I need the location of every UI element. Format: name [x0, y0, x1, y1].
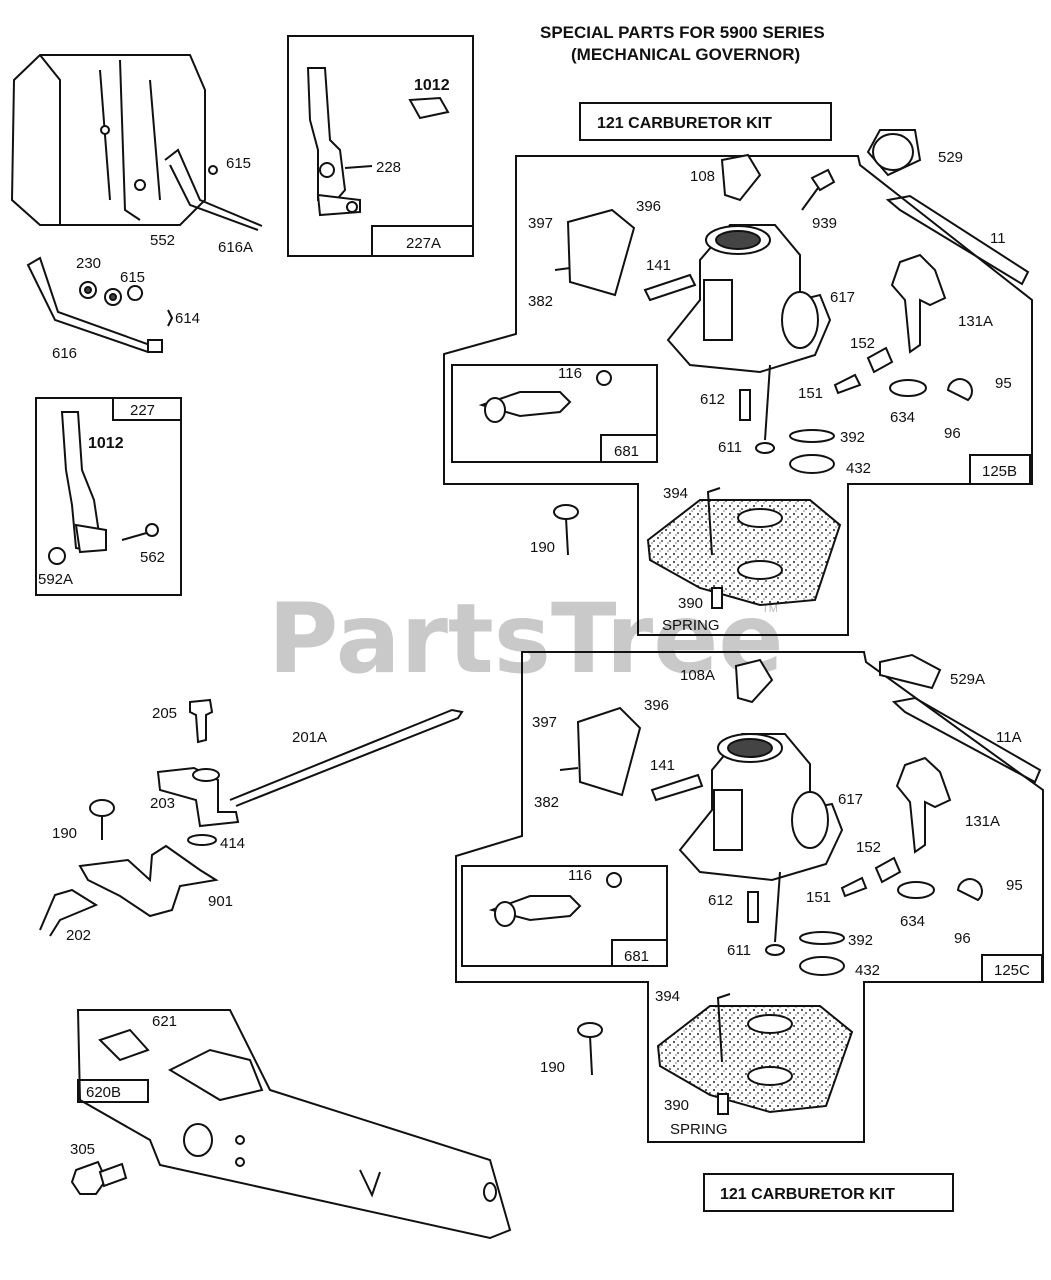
kit-top-label: 121 CARBURETOR KIT — [597, 115, 772, 132]
carburetor-125C-assembly: 125C 681 116 612 611 617 108A 396 397 38… — [455, 651, 1044, 1143]
l621: 621 — [152, 1013, 177, 1030]
box-681-bot-label: 681 — [624, 948, 649, 965]
b11A: 11A — [996, 729, 1022, 746]
part-615-b: 615 — [120, 269, 145, 286]
t634: 634 — [890, 409, 915, 426]
b382: 382 — [534, 794, 559, 811]
kit-bottom-label: 121 CARBURETOR KIT — [720, 1186, 895, 1203]
t617: 617 — [830, 289, 855, 306]
box-125C-label: 125C — [994, 962, 1030, 979]
t432: 432 — [846, 460, 871, 477]
t396: 396 — [636, 198, 661, 215]
governor-shaft-616 — [26, 256, 163, 354]
b611: 611 — [727, 942, 751, 959]
engine-housing-assembly — [10, 54, 263, 231]
b612: 612 — [708, 892, 733, 909]
b116: 116 — [568, 867, 592, 884]
b151: 151 — [806, 889, 831, 906]
part-1012-b: 1012 — [88, 435, 124, 452]
carburetor-125B-assembly: 125B 681 116 612 611 617 108 939 396 397… — [443, 129, 1033, 636]
t116: 116 — [558, 365, 582, 382]
t131A: 131A — [958, 313, 993, 330]
box-620B-label: 620B — [86, 1084, 121, 1101]
part-616: 616 — [52, 345, 77, 362]
l901: 901 — [208, 893, 233, 910]
b96: 96 — [954, 930, 971, 947]
box-227-label: 227 — [130, 402, 155, 419]
b617: 617 — [838, 791, 863, 808]
t392: 392 — [840, 429, 865, 446]
part-616A: 616A — [218, 239, 253, 256]
t612: 612 — [700, 391, 725, 408]
t611: 611 — [718, 439, 742, 456]
t-spring: SPRING — [662, 617, 720, 634]
watermark: PartsTree — [268, 583, 783, 695]
l205: 205 — [152, 705, 177, 722]
b131A: 131A — [965, 813, 1000, 830]
l203: 203 — [150, 795, 175, 812]
box-227-assembly: 227 1012 562 592A — [35, 397, 182, 596]
box-125B-label: 125B — [982, 463, 1017, 480]
t108: 108 — [690, 168, 715, 185]
b392: 392 — [848, 932, 873, 949]
part-614: 614 — [175, 310, 200, 327]
t96: 96 — [944, 425, 961, 442]
b529A: 529A — [950, 671, 985, 688]
b141: 141 — [650, 757, 675, 774]
header-line1: SPECIAL PARTS FOR 5900 SERIES — [540, 23, 825, 42]
t397: 397 — [528, 215, 553, 232]
t95: 95 — [995, 375, 1012, 392]
t939: 939 — [812, 215, 837, 232]
b152: 152 — [856, 839, 881, 856]
t390: 390 — [678, 595, 703, 612]
l190: 190 — [52, 825, 77, 842]
part-562: 562 — [140, 549, 165, 566]
t152: 152 — [850, 335, 875, 352]
t190-top: 190 — [530, 539, 555, 556]
t151: 151 — [798, 385, 823, 402]
part-615: 615 — [226, 155, 251, 172]
b190: 190 — [540, 1059, 565, 1076]
l414: 414 — [220, 835, 245, 852]
part-230: 230 — [76, 255, 101, 272]
part-552: 552 — [150, 232, 175, 249]
t529: 529 — [938, 149, 963, 166]
part-1012-a: 1012 — [414, 77, 450, 94]
b396: 396 — [644, 697, 669, 714]
t141: 141 — [646, 257, 671, 274]
l201A: 201A — [292, 729, 327, 746]
box-227A-label: 227A — [406, 235, 441, 252]
b390: 390 — [664, 1097, 689, 1114]
b108A: 108A — [680, 667, 715, 684]
b394: 394 — [655, 988, 680, 1005]
header-line2: (MECHANICAL GOVERNOR) — [571, 45, 800, 64]
t394: 394 — [663, 485, 688, 502]
t382: 382 — [528, 293, 553, 310]
carburetor-kit-bottom: 121 CARBURETOR KIT — [703, 1173, 954, 1212]
b397: 397 — [532, 714, 557, 731]
watermark-tm: TM — [762, 603, 778, 615]
b-spring: SPRING — [670, 1121, 728, 1138]
l305: 305 — [70, 1141, 95, 1158]
box-681-top-label: 681 — [614, 443, 639, 460]
box-227A-assembly: 227A 1012 228 — [287, 35, 474, 257]
carburetor-kit-top: 121 CARBURETOR KIT — [579, 102, 832, 141]
b634: 634 — [900, 913, 925, 930]
governor-linkage-assembly: 205 201A 203 190 414 901 202 620B 621 30… — [39, 698, 512, 1240]
part-228: 228 — [376, 159, 401, 176]
part-592A: 592A — [38, 571, 73, 588]
b432: 432 — [855, 962, 880, 979]
t11: 11 — [990, 230, 1006, 247]
b95: 95 — [1006, 877, 1023, 894]
l202: 202 — [66, 927, 91, 944]
